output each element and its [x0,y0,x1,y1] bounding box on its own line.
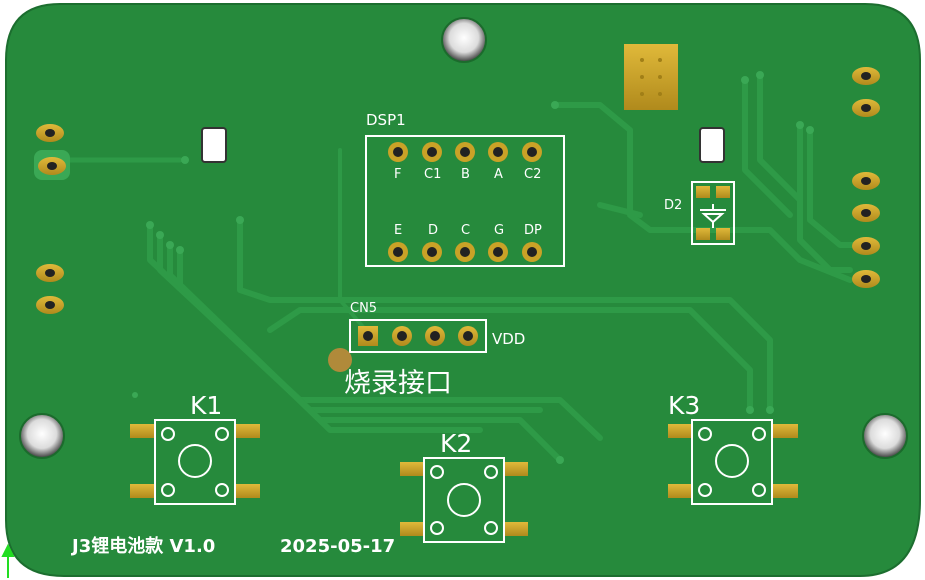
footer-date-label: 2025-05-17 [280,536,395,557]
dsp-pin-label-dp: DP [524,223,542,238]
cn5-header [349,319,487,353]
dsp-pin-drill [427,147,437,157]
k1-label: K1 [190,391,222,420]
dsp-pin-drill [460,247,470,257]
dsp-pin-drill [427,247,437,257]
dsp-pin-drill [527,247,537,257]
slot-holes [201,127,725,163]
left-connector-pads [34,124,70,314]
dsp-pin-drill [393,247,403,257]
dsp-pin-label-a: A [494,167,503,182]
k3-label: K3 [668,391,700,420]
dsp-pin-label-c1: C1 [424,167,441,182]
footer-model-label: J3锂电池款 V1.0 [70,535,215,557]
dsp-pin-label-e: E [394,223,402,238]
k3-switch [668,419,798,505]
dsp-pin-label-b: B [461,167,470,182]
dsp1-footprint: F C1 B A C2 E D C G DP [365,135,565,267]
dsp-pin-drill [527,147,537,157]
copper-traces [67,72,863,463]
program-port-label: 烧录接口 [344,368,452,399]
mounting-hole-left [19,413,65,459]
vdd-label: VDD [492,330,525,348]
cn5-label: CN5 [350,301,377,316]
dsp-top-pin-row: F C1 B A C2 [388,142,542,182]
dsp-pin-label-d: D [428,223,438,238]
diode-symbol-icon [700,204,726,228]
d2-label: D2 [664,198,682,213]
dsp-pin-label-g: G [494,223,504,238]
dsp-pin-drill [460,147,470,157]
dsp-pin-drill [493,147,503,157]
via-dots [132,71,814,464]
k2-label: K2 [440,429,472,458]
dsp1-label: DSP1 [366,111,406,129]
dsp-pin-drill [493,247,503,257]
gold-thermal-pad [624,44,678,110]
origin-arrow-icon [1,543,15,578]
dsp-pin-label-c: C [461,223,470,238]
mounting-hole-right [862,413,908,459]
test-pad [328,348,352,372]
mounting-hole-top [441,17,487,63]
dsp-bottom-pin-row: E D C G DP [388,223,542,262]
dsp-pin-label-f: F [394,167,401,182]
k1-switch [130,419,260,505]
dsp-pin-label-c2: C2 [524,167,541,182]
right-connector-pads [852,67,880,288]
k2-switch [400,457,528,543]
d2-diode [691,181,735,245]
mounting-holes [19,17,908,459]
dsp-pin-drill [393,147,403,157]
